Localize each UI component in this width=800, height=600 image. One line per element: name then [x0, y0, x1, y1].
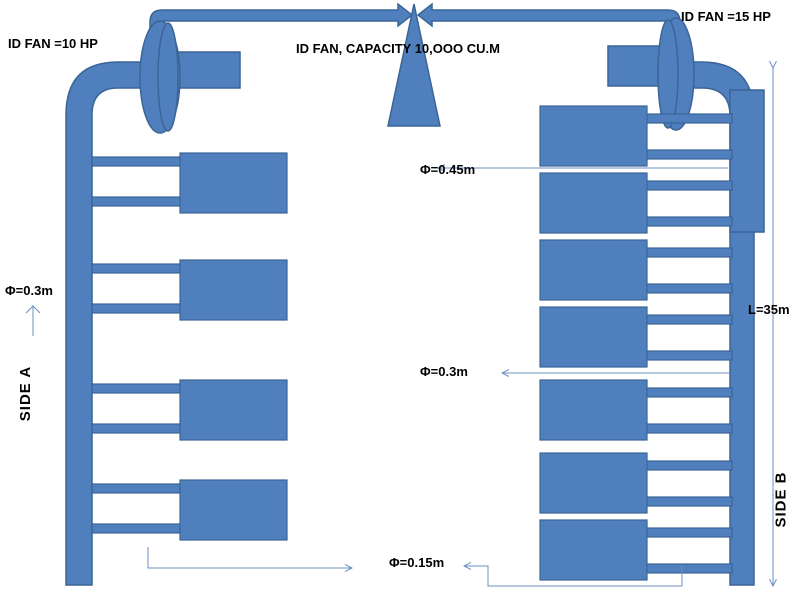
right-top-diameter-label: Φ=0.45m — [420, 162, 476, 177]
right-branch-pipe — [644, 216, 733, 227]
left-main-duct — [65, 61, 147, 586]
top-duct-right — [416, 2, 681, 43]
left-collector-unit — [179, 479, 288, 541]
right-branch-pipe — [644, 314, 733, 325]
right-collector-unit — [539, 452, 648, 514]
right-fan-outlet — [607, 45, 667, 87]
right-branch-pipe — [644, 180, 733, 191]
right-branch-pipe — [644, 113, 733, 124]
right-collector-unit — [539, 519, 648, 581]
right-branch-pipe — [644, 247, 733, 258]
right-branch-pipe — [644, 460, 733, 471]
left-branch-pipe — [91, 156, 183, 167]
left-fan-outlet — [175, 51, 241, 89]
capacity-label: ID FAN, CAPACITY 10,OOO CU.M — [296, 41, 500, 56]
left-collector-unit — [179, 379, 288, 441]
left-branch-pipe — [91, 303, 183, 314]
side-a-label: SIDE A — [17, 365, 35, 422]
top-duct-left — [149, 2, 414, 43]
left-fan-face — [157, 22, 179, 132]
center-fan-stack — [387, 3, 441, 127]
left-branch-pipe — [91, 423, 183, 434]
right-collector-unit — [539, 306, 648, 368]
right-collector-unit — [539, 172, 648, 234]
left-branch-pipe — [91, 196, 183, 207]
right-collector-unit — [539, 379, 648, 441]
bottom-right-arrow — [464, 566, 683, 587]
left-collector-unit — [179, 152, 288, 214]
left-fan-label: ID FAN =10 HP — [8, 36, 98, 51]
right-fan-label: ID FAN =15 HP — [681, 9, 771, 24]
bottom-left-arrow — [147, 547, 352, 568]
right-collector-unit — [539, 105, 648, 167]
bottom-diameter-label: Φ=0.15m — [389, 555, 445, 570]
right-mid-diameter-label: Φ=0.3m — [420, 364, 468, 379]
side-b-label: SIDE B — [772, 471, 790, 528]
right-collector-unit — [539, 239, 648, 301]
right-branch-pipe — [644, 283, 733, 294]
right-branch-pipe — [644, 496, 733, 507]
left-branch-pipe — [91, 483, 183, 494]
left-diameter-pointer — [25, 304, 41, 336]
right-branch-pipe — [644, 527, 733, 538]
right-branch-pipe — [644, 563, 733, 574]
right-branch-pipe — [644, 149, 733, 160]
left-collector-unit — [179, 259, 288, 321]
length-label: L=35m — [748, 302, 790, 317]
left-branch-pipe — [91, 383, 183, 394]
right-branch-pipe — [644, 387, 733, 398]
right-duct-reducer — [729, 89, 765, 233]
left-branch-pipe — [91, 263, 183, 274]
right-branch-pipe — [644, 423, 733, 434]
right-branch-pipe — [644, 350, 733, 361]
left-diameter-label: Φ=0.3m — [5, 283, 53, 298]
left-branch-pipe — [91, 523, 183, 534]
right-fan-face — [657, 19, 679, 129]
